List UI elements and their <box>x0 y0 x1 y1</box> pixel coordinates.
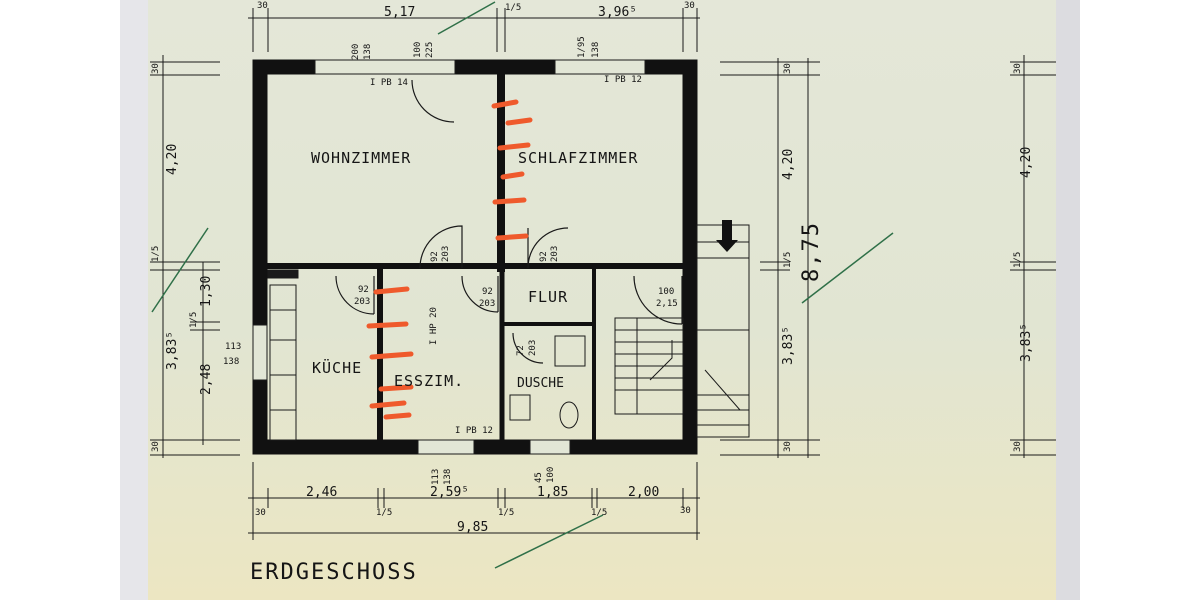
door-label-1b: 203 <box>441 246 451 262</box>
right-bezel <box>1056 0 1080 600</box>
dim-bottom-d: 2,00 <box>628 485 659 500</box>
dim-bottom-wall-left: 30 <box>255 508 266 518</box>
dim-bottom-c: 1,85 <box>537 485 568 500</box>
door-label-2: 92 <box>539 251 549 262</box>
floor-plan-sheet: WOHNZIMMER SCHLAFZIMMER FLUR KÜCHE ESSZI… <box>148 0 1056 600</box>
dim-right-mid: 1/5 <box>783 252 793 268</box>
dim-right-h1: 4,20 <box>781 149 796 180</box>
window-label-5: 45 <box>534 472 544 483</box>
room-label-wohnzimmer: WOHNZIMMER <box>311 149 411 167</box>
dim-left-h3: 1,30 <box>199 276 214 307</box>
windows <box>252 59 646 455</box>
window-label-1b: 138 <box>363 44 373 60</box>
dim-top-left: 5,17 <box>384 5 415 20</box>
door-label-5: 100 <box>658 287 674 297</box>
dim-left-h2: 3,83⁵ <box>165 331 180 370</box>
window-label-5b: 100 <box>546 467 556 483</box>
note-ihp20: I HP 20 <box>429 307 439 345</box>
note-ipb12-top: I PB 12 <box>604 75 642 85</box>
dim-far-right-h1: 4,20 <box>1019 147 1034 178</box>
room-label-flur: FLUR <box>528 288 568 306</box>
dim-far-right-bottom: 30 <box>1013 441 1023 452</box>
dim-left-mid2: 1/5 <box>189 312 199 328</box>
room-label-dusche: DUSCHE <box>517 376 564 391</box>
dim-left-bottom: 30 <box>151 441 161 452</box>
window-label-2b: 225 <box>425 42 435 58</box>
dim-bottom-wall-right: 30 <box>680 506 691 516</box>
dim-top-wall-right: 30 <box>684 1 695 11</box>
door-label-4b: 203 <box>479 299 495 309</box>
shower-fixtures <box>509 335 586 429</box>
dim-right-h2: 3,83⁵ <box>781 326 796 365</box>
door-label-6: 72 <box>516 345 526 356</box>
window-label-4b: 138 <box>443 469 453 485</box>
room-label-schlafzimmer: SCHLAFZIMMER <box>518 149 638 167</box>
window-label-2: 100 <box>413 42 423 58</box>
dim-right-bottom: 30 <box>783 441 793 452</box>
dim-left-top: 30 <box>151 63 161 74</box>
window-label-3b: 138 <box>591 42 601 58</box>
note-ipb12-bottom: I PB 12 <box>455 426 493 436</box>
room-label-esszimmer: ESSZIM. <box>394 372 464 390</box>
dimension-lines <box>150 8 1056 540</box>
door-label-5b: 2,15 <box>656 299 678 309</box>
dim-top-right: 3,96⁵ <box>598 5 637 20</box>
walls <box>252 59 698 455</box>
green-pencil-marks <box>151 1 894 569</box>
door-label-3: 92 <box>358 285 369 295</box>
kitchen-fixtures <box>267 269 299 441</box>
dim-left-h1: 4,20 <box>165 144 180 175</box>
red-demolition-marks <box>366 99 533 420</box>
door-label-4: 92 <box>482 287 493 297</box>
staircase <box>614 224 750 438</box>
doors <box>335 79 683 364</box>
door-label-2b: 203 <box>550 246 560 262</box>
door-label-1: 92 <box>430 251 440 262</box>
window-label-3: 1/95 <box>577 36 587 58</box>
kitchen-window-label: 113 <box>225 342 241 352</box>
window-label-4: 113 <box>431 469 441 485</box>
window-label-1: 200 <box>351 44 361 60</box>
door-label-3b: 203 <box>354 297 370 307</box>
dim-left-h4: 2,48 <box>199 364 214 395</box>
dim-bottom-inner-3: 1/5 <box>591 508 607 518</box>
dim-far-right-mid: 1/5 <box>1013 252 1023 268</box>
door-label-6b: 203 <box>528 340 538 356</box>
dim-top-wall-left: 30 <box>257 1 268 11</box>
dim-bottom-b: 2,59⁵ <box>430 485 469 500</box>
note-ipb14: I PB 14 <box>370 78 408 88</box>
left-bezel <box>120 0 148 600</box>
plan-title: ERDGESCHOSS <box>250 560 418 585</box>
dim-top-mid: 1/5 <box>505 3 521 13</box>
kitchen-window-label-b: 138 <box>223 357 239 367</box>
dim-bottom-total: 9,85 <box>457 520 488 535</box>
dim-bottom-inner-1: 1/5 <box>376 508 392 518</box>
dim-right-total: 8,75 <box>799 221 824 282</box>
entrance-arrow-icon <box>716 220 738 252</box>
dim-far-right-h2: 3,83⁵ <box>1019 323 1034 362</box>
dim-right-top: 30 <box>783 63 793 74</box>
room-label-kueche: KÜCHE <box>312 358 362 377</box>
floor-plan-drawing: WOHNZIMMER SCHLAFZIMMER FLUR KÜCHE ESSZI… <box>150 1 1056 585</box>
dim-bottom-a: 2,46 <box>306 485 337 500</box>
dim-bottom-inner-2: 1/5 <box>498 508 514 518</box>
dim-left-mid: 1/5 <box>151 246 161 262</box>
dim-far-right-top: 30 <box>1013 63 1023 74</box>
